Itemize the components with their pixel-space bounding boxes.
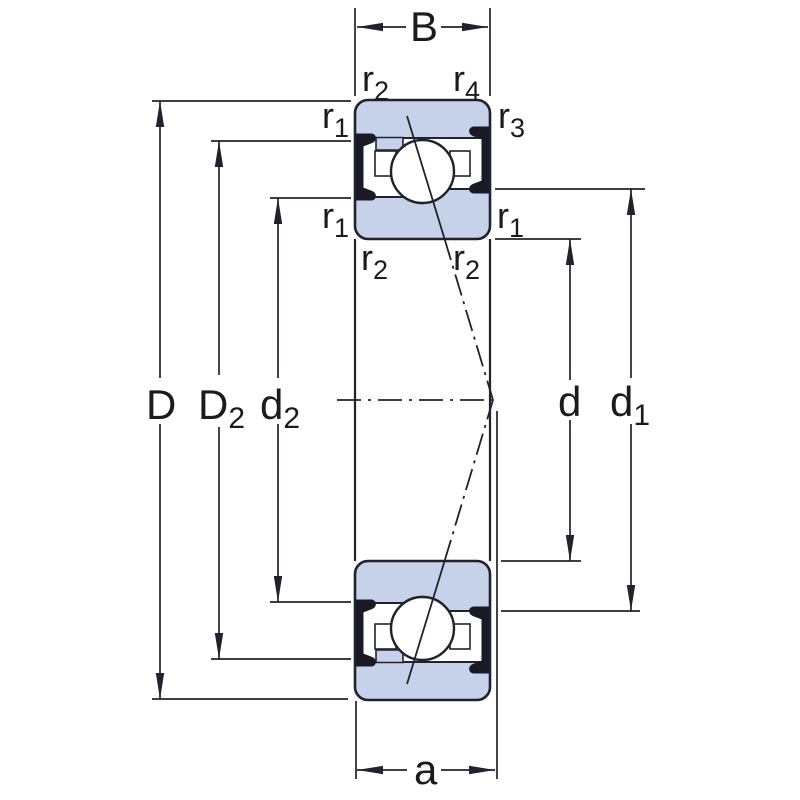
radius-label-r2-lower-right: r2 [453, 237, 480, 285]
arrow-d2-top [273, 198, 283, 224]
arrow-D2-bottom [214, 633, 224, 659]
label-main: r [497, 195, 509, 236]
radius-label-r2-top-left: r2 [362, 58, 389, 106]
dim-label-a: a [414, 746, 438, 793]
label-sub: 2 [228, 402, 245, 435]
arrow-a-left [357, 765, 383, 775]
arrow-d2-bottom [273, 576, 283, 602]
arrow-D-top [155, 101, 165, 127]
label-sub: 1 [633, 399, 650, 432]
dim-label-d: d [558, 378, 581, 425]
label-main: r [322, 195, 334, 236]
label-sub: 1 [334, 213, 349, 243]
label-sub: 1 [509, 213, 524, 243]
label-main: a [414, 746, 438, 793]
label-sub: 3 [510, 113, 525, 143]
label-main: D [146, 381, 176, 428]
radius-label-r4-top-right: r4 [453, 58, 480, 106]
dim-label-d2: d2 [260, 381, 300, 435]
arrow-D-bottom [155, 673, 165, 699]
label-sub: 2 [373, 255, 388, 285]
arrow-B-right [462, 22, 488, 32]
label-main: r [361, 237, 373, 278]
dim-label-D2: D2 [198, 381, 245, 435]
label-main: r [362, 58, 374, 99]
radius-label-r1-mid-left: r1 [322, 195, 349, 243]
arrow-a-right [469, 765, 495, 775]
radius-label-r1-mid-right: r1 [497, 195, 524, 243]
radius-label-r1-upper-left: r1 [322, 95, 349, 143]
arrow-d1-top [626, 189, 636, 215]
label-main: r [498, 95, 510, 136]
arrow-B-left [357, 22, 383, 32]
label-sub: 2 [283, 402, 300, 435]
arrow-D2-top [214, 141, 224, 167]
dim-label-D: D [146, 381, 176, 428]
arrow-d-top [565, 239, 575, 265]
dim-label-d1: d1 [610, 378, 650, 432]
label-main: D [198, 381, 228, 428]
label-main: d [260, 381, 283, 428]
label-sub: 4 [465, 76, 480, 106]
label-main: d [558, 378, 581, 425]
label-main: B [410, 3, 438, 50]
arrow-d-bottom [565, 535, 575, 561]
arrow-d1-bottom [626, 585, 636, 611]
radius-label-r2-lower-left: r2 [361, 237, 388, 285]
radius-label-r3-upper-right: r3 [498, 95, 525, 143]
label-main: d [610, 378, 633, 425]
bearing-section-bottom [353, 398, 495, 702]
label-sub: 2 [374, 76, 389, 106]
label-main: r [453, 58, 465, 99]
label-main: r [453, 237, 465, 278]
dim-label-B: B [410, 3, 438, 50]
bearing-section-top [353, 98, 495, 402]
label-main: r [322, 95, 334, 136]
label-sub: 1 [334, 113, 349, 143]
label-sub: 2 [465, 255, 480, 285]
